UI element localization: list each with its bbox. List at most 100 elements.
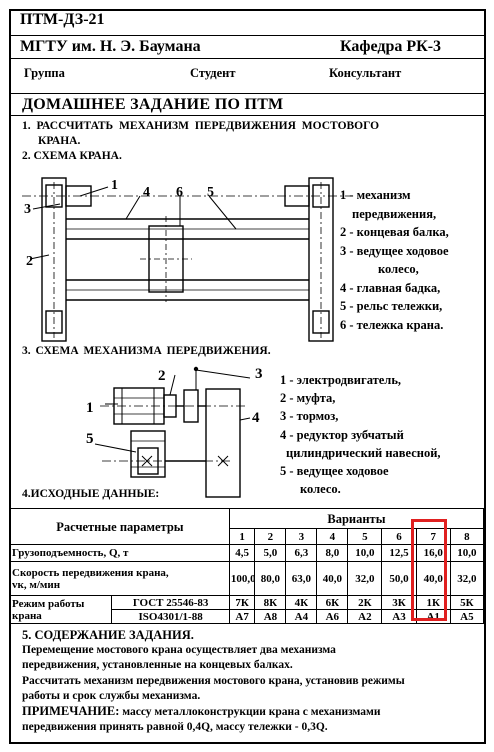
crane-legend-4: 4 - главная бадка, xyxy=(340,280,441,295)
header-divider-3 xyxy=(10,93,486,94)
crane-legend-2: 2 - концевая балка, xyxy=(340,225,449,239)
gost-value: 2К xyxy=(347,595,383,610)
crane-label-3: 3 xyxy=(24,202,31,217)
speed-label-line1: Скорость передвижения крана, xyxy=(12,566,169,579)
speed-value: 100,0 xyxy=(228,561,256,596)
task-2-heading: 2. СХЕМА КРАНА. xyxy=(22,150,122,162)
crane-legend: 1 - механизм передвижения, 2 - концевая … xyxy=(340,186,449,334)
speed-value: 32,0 xyxy=(449,561,485,596)
capacity-value: 6,3 xyxy=(285,544,318,562)
capacity-value: 8,0 xyxy=(316,544,349,562)
header-divider xyxy=(10,35,486,36)
capacity-value: 5,0 xyxy=(254,544,287,562)
crane-legend-3b: колесо, xyxy=(378,262,419,276)
mech-label-5: 5 xyxy=(86,431,94,447)
mech-legend-2: 2 - муфта, xyxy=(280,391,336,406)
variant-4: 4 xyxy=(316,528,349,545)
mech-label-2: 2 xyxy=(158,368,166,384)
note-line: ПРИМЕЧАНИЕ: массу металлоконструкции кра… xyxy=(22,704,405,720)
speed-label: Скорость передвижения крана, vк, м/мин xyxy=(10,561,230,596)
section-5-body: Перемещение мостового крана осуществляет… xyxy=(22,643,405,736)
header-divider-2 xyxy=(10,58,486,59)
variants-header: Варианты xyxy=(228,508,485,529)
section-5-line: Перемещение мостового крана осуществляет… xyxy=(22,644,336,656)
crane-label-1: 1 xyxy=(111,178,118,193)
mode-label: Режим работы крана xyxy=(9,595,113,624)
gost-value: 3К xyxy=(381,595,417,610)
crane-label-2: 2 xyxy=(26,254,33,269)
gost-value: 1К xyxy=(415,595,451,610)
task-1-line-2: КРАНА. xyxy=(38,135,81,147)
section-5-line: работы и срок службы механизма. xyxy=(22,689,201,702)
capacity-value: 4,5 xyxy=(228,544,256,562)
iso-value: А2 xyxy=(347,609,383,624)
page-frame xyxy=(9,9,486,744)
note-line-2: передвижения принять равной 0,4Q, массу … xyxy=(22,721,328,734)
speed-value: 32,0 xyxy=(347,561,383,596)
variant-5: 5 xyxy=(347,528,383,545)
title-divider xyxy=(10,115,486,116)
mode-label-line1: Режим работы xyxy=(12,597,85,610)
speed-value: 40,0 xyxy=(316,561,349,596)
capacity-label: Грузоподъемность, Q, т xyxy=(10,544,230,562)
crane-label-6: 6 xyxy=(176,185,183,200)
speed-value: 63,0 xyxy=(285,561,318,596)
iso-value: А8 xyxy=(254,609,287,624)
section-5-title: 5. СОДЕРЖАНИЕ ЗАДАНИЯ. xyxy=(22,628,194,642)
note-text: массу металлоконструкции крана с механиз… xyxy=(119,706,381,719)
variant-1: 1 xyxy=(228,528,256,545)
iso-value: А5 xyxy=(449,609,485,624)
mech-label-3: 3 xyxy=(255,366,263,382)
mech-legend-5b: колесо. xyxy=(300,482,341,497)
capacity-value: 10,0 xyxy=(347,544,383,562)
page-title: ДОМАШНЕЕ ЗАДАНИЕ ПО ПТМ xyxy=(22,96,284,113)
consultant-label: Консультант xyxy=(329,66,402,80)
gost-label: ГОСТ 25546-83 xyxy=(111,595,230,610)
crane-legend-1b: передвижения, xyxy=(352,206,437,221)
crane-legend-1: 1 - механизм xyxy=(340,188,411,202)
doc-code: ПТМ-ДЗ-21 xyxy=(20,11,105,28)
mech-legend-4: 4 - редуктор зубчатый xyxy=(280,427,404,442)
gost-value: 4К xyxy=(285,595,318,610)
university-name: МГТУ им. Н. Э. Баумана xyxy=(20,38,201,55)
gost-value: 5К xyxy=(449,595,485,610)
mech-label-1: 1 xyxy=(86,400,94,416)
section-5-line: Рассчитать механизм передвижения мостово… xyxy=(22,674,405,687)
gost-value: 6К xyxy=(316,595,349,610)
crane-label-4: 4 xyxy=(143,185,150,200)
iso-value: А7 xyxy=(228,609,256,624)
mechanism-legend: 1 - электродвигатель, 2 - муфта, 3 - тор… xyxy=(280,371,441,498)
student-label: Студент xyxy=(190,66,236,80)
crane-legend-5: 5 - рельс тележки, xyxy=(340,299,443,313)
task-3-heading: 3. СХЕМА МЕХАНИЗМА ПЕРЕДВИЖЕНИЯ. xyxy=(22,345,271,357)
crane-legend-3: 3 - ведущее ходовое xyxy=(340,243,449,258)
task-4-heading: 4.ИСХОДНЫЕ ДАННЫЕ: xyxy=(22,488,160,500)
capacity-value: 10,0 xyxy=(449,544,485,562)
gost-value: 8К xyxy=(254,595,287,610)
variant-2: 2 xyxy=(254,528,287,545)
variant-3: 3 xyxy=(285,528,318,545)
section-5-line: передвижения, установленные на концевых … xyxy=(22,659,293,672)
iso-value: А4 xyxy=(285,609,318,624)
crane-legend-6: 6 - тележка крана. xyxy=(340,317,444,332)
mech-label-4: 4 xyxy=(252,410,260,426)
gost-value: 7К xyxy=(228,595,256,610)
speed-value: 80,0 xyxy=(254,561,287,596)
variant-8: 8 xyxy=(449,528,485,545)
mech-legend-4b: цилиндрический навесной, xyxy=(286,445,441,460)
mode-label-line2: крана xyxy=(12,609,42,622)
capacity-value: 12,5 xyxy=(381,544,417,562)
task-1-line-1: 1. РАССЧИТАТЬ МЕХАНИЗМ ПЕРЕДВИЖЕНИЯ МОСТ… xyxy=(22,120,380,132)
iso-label: ISO4301/1-88 xyxy=(111,609,230,624)
mech-legend-3: 3 - тормоз, xyxy=(280,409,339,424)
param-header: Расчетные параметры xyxy=(10,508,230,545)
variant-7-highlight xyxy=(411,519,447,621)
iso-value: А3 xyxy=(381,609,417,624)
group-label: Группа xyxy=(24,66,65,80)
crane-label-5: 5 xyxy=(207,185,214,200)
speed-label-line2: vк, м/мин xyxy=(12,578,61,591)
mech-legend-5: 5 - ведущее ходовое xyxy=(280,464,389,479)
note-label: ПРИМЕЧАНИЕ: xyxy=(22,704,120,719)
department-name: Кафедра РК-3 xyxy=(340,38,442,55)
